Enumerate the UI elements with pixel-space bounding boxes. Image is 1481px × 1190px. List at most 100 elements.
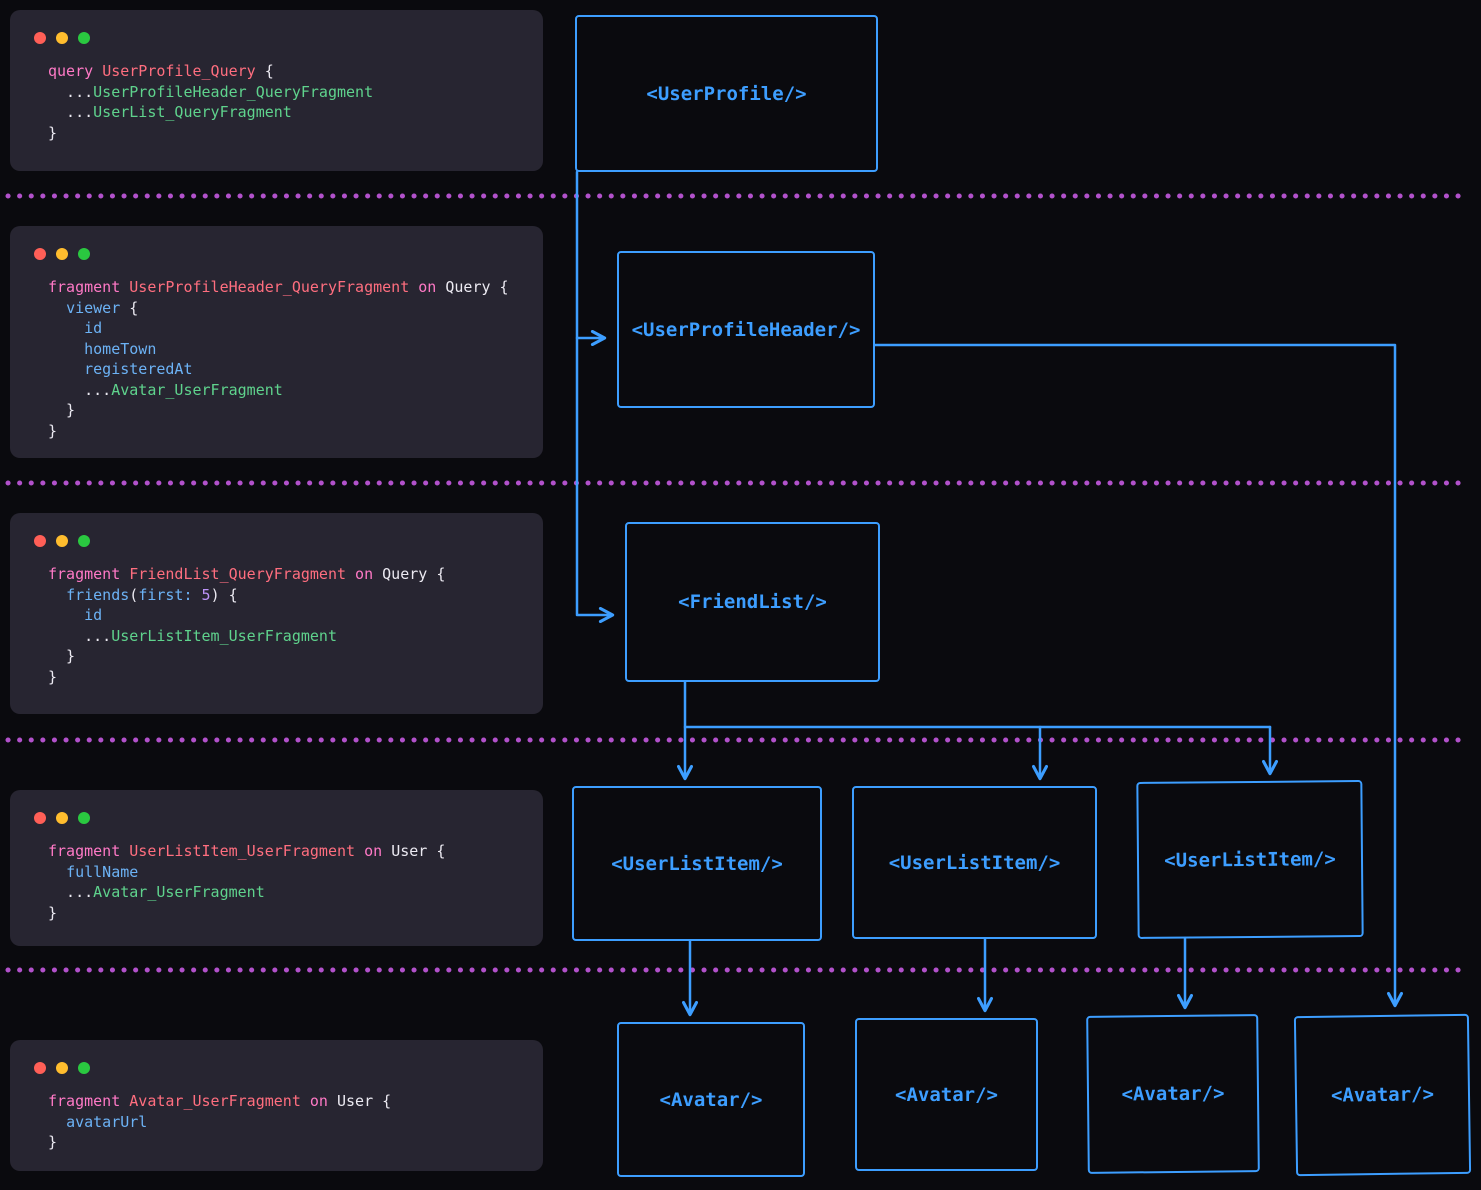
code-block: fragment Avatar_UserFragment on User { a… [10, 1091, 543, 1153]
code-token: UserProfileHeader_QueryFragment [93, 82, 374, 101]
code-line: ...UserListItem_UserFragment [48, 626, 533, 647]
code-line: ...UserList_QueryFragment [48, 102, 533, 123]
code-panel-userprofile-query: query UserProfile_Query { ...UserProfile… [10, 10, 543, 171]
window-controls [10, 10, 543, 44]
traffic-light-green-icon [78, 32, 90, 44]
code-token: on [346, 565, 383, 583]
component-box-avatar-3: <Avatar/> [1086, 1014, 1260, 1174]
traffic-light-yellow-icon [56, 535, 68, 547]
component-label: <UserProfileHeader/> [631, 318, 861, 341]
code-token: ... [48, 626, 112, 645]
code-token: UserProfileHeader_QueryFragment [129, 278, 410, 296]
code-token: 5 [201, 585, 211, 604]
code-token: ) { [210, 585, 238, 604]
code-line: } [48, 421, 533, 442]
code-token: UserList_QueryFragment [93, 103, 292, 121]
code-token: { [373, 1092, 392, 1110]
code-token: } [48, 903, 58, 922]
code-line: id [48, 318, 533, 339]
code-line: friends(first: 5) { [48, 585, 533, 606]
code-token: on [300, 1092, 337, 1110]
component-box-user-profile: <UserProfile/> [575, 15, 878, 172]
code-token [48, 340, 84, 358]
code-token: fragment [48, 278, 130, 296]
component-label: <UserListItem/> [888, 851, 1061, 874]
component-label: <UserProfile/> [646, 82, 807, 105]
traffic-light-green-icon [78, 1062, 90, 1074]
code-token: User [391, 842, 428, 860]
code-token: { [427, 842, 446, 860]
code-token [48, 299, 66, 317]
component-label: <Avatar/> [1330, 1083, 1435, 1107]
component-box-user-list-item-1: <UserListItem/> [572, 786, 822, 941]
code-line: } [48, 1132, 533, 1153]
code-token: ... [48, 103, 94, 121]
code-line: fragment UserListItem_UserFragment on Us… [48, 841, 533, 862]
code-token: Avatar_UserFragment [93, 883, 265, 901]
code-token [48, 319, 84, 337]
code-line: } [48, 667, 533, 688]
code-token: FriendList_QueryFragment [129, 565, 347, 583]
code-token: Query [382, 565, 428, 583]
code-token: on [409, 278, 446, 296]
code-token: fragment [48, 565, 130, 583]
code-line: ...UserProfileHeader_QueryFragment [48, 82, 533, 103]
traffic-light-yellow-icon [56, 1062, 68, 1074]
component-label: <Avatar/> [895, 1083, 998, 1106]
code-token: ... [48, 82, 94, 101]
component-box-avatar-2: <Avatar/> [855, 1018, 1038, 1171]
code-panel-friendlist-fragment: fragment FriendList_QueryFragment on Que… [10, 513, 543, 714]
code-token: { [120, 298, 139, 317]
code-block: query UserProfile_Query { ...UserProfile… [10, 61, 543, 143]
code-line: } [48, 903, 533, 924]
code-token [48, 863, 66, 881]
code-token: Avatar_UserFragment [111, 380, 283, 399]
component-box-avatar-1: <Avatar/> [617, 1022, 805, 1177]
window-controls [10, 513, 543, 547]
traffic-light-yellow-icon [56, 32, 68, 44]
code-token: Avatar_UserFragment [129, 1092, 301, 1110]
traffic-light-green-icon [78, 812, 90, 824]
traffic-light-green-icon [78, 535, 90, 547]
window-controls [10, 790, 543, 824]
code-token: } [48, 1133, 58, 1151]
traffic-light-red-icon [34, 812, 46, 824]
code-line: fragment Avatar_UserFragment on User { [48, 1091, 533, 1112]
traffic-light-green-icon [78, 248, 90, 260]
code-token [48, 360, 84, 378]
traffic-light-red-icon [34, 248, 46, 260]
code-token: UserProfile_Query [102, 62, 256, 80]
code-line: } [48, 646, 533, 667]
code-token: } [48, 421, 58, 440]
traffic-light-yellow-icon [56, 812, 68, 824]
code-token: id [84, 606, 103, 624]
code-line: avatarUrl [48, 1112, 533, 1133]
component-box-user-list-item-3: <UserListItem/> [1136, 780, 1364, 939]
component-box-user-profile-header: <UserProfileHeader/> [617, 251, 875, 408]
traffic-light-red-icon [34, 32, 46, 44]
component-label: <Avatar/> [659, 1088, 763, 1111]
code-block: fragment UserListItem_UserFragment on Us… [10, 841, 543, 923]
code-token: UserListItem_UserFragment [111, 626, 337, 645]
code-token: } [48, 647, 76, 665]
code-line: query UserProfile_Query { [48, 61, 533, 82]
code-token: on [355, 842, 392, 860]
code-token [48, 586, 66, 604]
code-token: friends [66, 585, 130, 604]
code-token: { [255, 62, 274, 80]
code-token: avatarUrl [66, 1112, 148, 1131]
code-panel-userlistitem-fragment: fragment UserListItem_UserFragment on Us… [10, 790, 543, 946]
code-token: } [48, 667, 58, 686]
code-token: id [84, 319, 103, 337]
component-label: <Avatar/> [1121, 1082, 1225, 1106]
code-token: fullName [66, 862, 139, 881]
component-label: <UserListItem/> [611, 852, 783, 875]
code-line: ...Avatar_UserFragment [48, 882, 533, 903]
code-token: registeredAt [84, 360, 193, 378]
window-controls [10, 1040, 543, 1074]
window-controls [10, 226, 543, 260]
code-token: query [48, 62, 103, 80]
code-token: { [490, 278, 509, 296]
traffic-light-yellow-icon [56, 248, 68, 260]
